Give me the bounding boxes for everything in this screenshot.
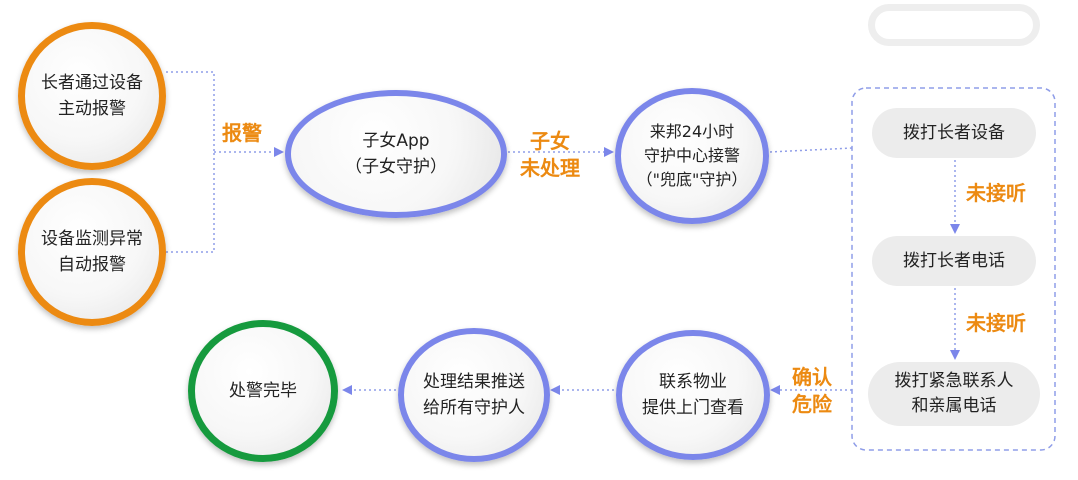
node-line: 长者通过设备 — [41, 73, 143, 93]
step-call-elder-device: 拨打长者设备 — [872, 108, 1036, 158]
label-line: 确认 — [792, 365, 832, 389]
node-line: （子女守护） — [345, 157, 447, 177]
node-line: 处警完毕 — [229, 381, 297, 401]
node-alarm-done-text: 处警完毕 — [229, 378, 297, 404]
node-line: 设备监测异常 — [41, 229, 143, 249]
step-line: 拨打长者电话 — [903, 250, 1005, 271]
connector-center-to-steps — [769, 147, 853, 153]
node-child-app: 子女App （子女守护） — [285, 90, 507, 218]
node-line: 主动报警 — [58, 99, 126, 119]
node-push-result: 处理结果推送 给所有守护人 — [398, 328, 550, 462]
label-line: 子女 — [530, 129, 570, 153]
node-elder-device-alarm-text: 长者通过设备 主动报警 — [41, 70, 143, 122]
step-call-elder-phone: 拨打长者电话 — [872, 236, 1036, 286]
step-line: 和亲属电话 — [911, 396, 997, 416]
label-line: 报警 — [222, 121, 262, 145]
step-line: 拨打长者设备 — [903, 122, 1005, 143]
node-monitoring-center: 来邦24小时 守护中心接警 （"兜底"守护） — [615, 88, 769, 224]
node-push-result-text: 处理结果推送 给所有守护人 — [423, 369, 525, 421]
label-no-answer-2: 未接听 — [966, 310, 1026, 337]
node-contact-property: 联系物业 提供上门查看 — [616, 330, 770, 460]
decorative-rounded-box — [868, 4, 1040, 46]
label-line: 未处理 — [520, 156, 580, 180]
node-contact-property-text: 联系物业 提供上门查看 — [642, 369, 744, 421]
node-alarm-done: 处警完毕 — [188, 320, 338, 462]
node-child-app-text: 子女App （子女守护） — [345, 128, 447, 180]
node-line: 守护中心接警 — [643, 146, 740, 165]
connector-device-monitor — [166, 152, 215, 253]
step-line: 拨打紧急联系人 — [894, 371, 1014, 391]
node-device-monitor-alarm-text: 设备监测异常 自动报警 — [41, 226, 143, 278]
node-line: 联系物业 — [659, 372, 727, 392]
call-steps-box — [851, 87, 1056, 451]
node-line: 子女App — [362, 131, 430, 151]
node-line: 处理结果推送 — [423, 372, 525, 392]
node-line: 来邦24小时 — [649, 122, 735, 141]
node-line: （"兜底"守护） — [636, 170, 748, 189]
label-child-unhandled: 子女 未处理 — [520, 128, 580, 182]
label-line: 未接听 — [966, 311, 1026, 335]
node-line: 自动报警 — [58, 255, 126, 275]
label-line: 危险 — [792, 392, 832, 416]
node-line: 提供上门查看 — [642, 398, 744, 418]
node-line: 给所有守护人 — [423, 398, 525, 418]
node-elder-device-alarm: 长者通过设备 主动报警 — [18, 22, 166, 170]
label-alarm: 报警 — [222, 120, 262, 147]
step-call-emergency-contact-text: 拨打紧急联系人 和亲属电话 — [895, 369, 1014, 419]
step-call-emergency-contact: 拨打紧急联系人 和亲属电话 — [868, 362, 1040, 426]
label-no-answer-1: 未接听 — [966, 180, 1026, 207]
label-confirm-danger: 确认 危险 — [792, 364, 832, 418]
connector-elder-device — [166, 71, 215, 152]
label-line: 未接听 — [966, 181, 1026, 205]
node-monitoring-center-text: 来邦24小时 守护中心接警 （"兜底"守护） — [637, 120, 748, 192]
node-device-monitor-alarm: 设备监测异常 自动报警 — [18, 178, 166, 326]
